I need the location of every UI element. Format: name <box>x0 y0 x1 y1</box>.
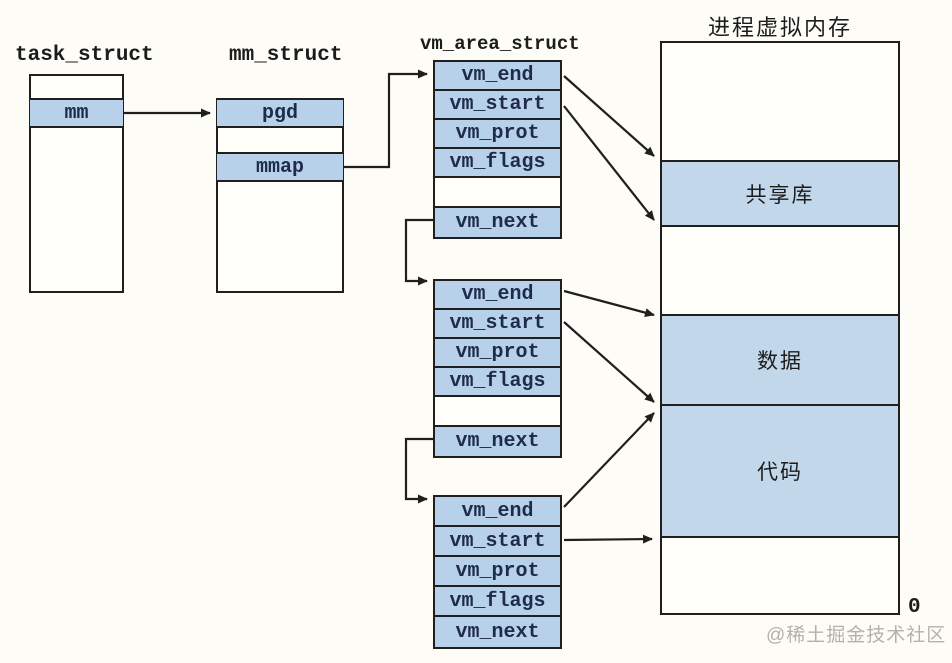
arrow-mmap-to-vma1 <box>344 69 428 169</box>
vma2-field-vm-prot: vm_prot <box>435 339 560 368</box>
vm-area-struct-node-3: vm_end vm_start vm_prot vm_flags vm_next <box>433 495 562 649</box>
vm-area-struct-node-2: vm_end vm_start vm_prot vm_flags vm_next <box>433 279 562 458</box>
vma1-field-vm-end: vm_end <box>435 62 560 91</box>
mm-struct-title: mm_struct <box>229 44 343 67</box>
mm-struct-box: pgd mmap <box>216 98 344 293</box>
arrow-vma1-next-to-vma2 <box>404 218 433 286</box>
vma2-field-vm-next: vm_next <box>435 427 560 456</box>
vma2-empty-row <box>435 397 560 427</box>
watermark: @稀土掘金技术社区 <box>766 625 947 646</box>
memory-region-shared-lib: 共享库 <box>662 162 898 227</box>
address-zero-label: 0 <box>908 596 921 619</box>
memory-region-empty-middle <box>662 227 898 316</box>
vma2-field-vm-start: vm_start <box>435 310 560 339</box>
memory-map-box: 共享库 数据 代码 <box>660 41 900 615</box>
arrow-vma3-end-to-code-top <box>563 412 655 508</box>
memory-region-empty-bottom <box>662 538 898 613</box>
mm-struct-field-mmap: mmap <box>217 152 343 182</box>
vma1-field-vm-prot: vm_prot <box>435 120 560 149</box>
arrow-vma2-start-to-data-bottom <box>563 321 655 403</box>
vma3-field-vm-flags: vm_flags <box>435 587 560 617</box>
mm-struct-field-pgd: pgd <box>217 98 343 128</box>
vma1-empty-row <box>435 178 560 208</box>
vma2-field-vm-end: vm_end <box>435 281 560 310</box>
task-struct-field-mm: mm <box>30 98 123 128</box>
vm-area-struct-title: vm_area_struct <box>420 33 580 55</box>
vma3-field-vm-end: vm_end <box>435 497 560 527</box>
task-struct-box: mm <box>29 74 124 293</box>
vma1-field-vm-next: vm_next <box>435 208 560 237</box>
vm-area-struct-node-1: vm_end vm_start vm_prot vm_flags vm_next <box>433 60 562 239</box>
memory-region-code: 代码 <box>662 406 898 538</box>
arrow-vma3-start-to-code-bottom <box>563 534 653 544</box>
arrow-vma2-end-to-data-top <box>563 289 655 318</box>
arrow-vma1-start-to-sharedlib-bottom <box>563 105 655 221</box>
vma1-field-vm-flags: vm_flags <box>435 149 560 178</box>
arrow-vma2-next-to-vma3 <box>404 437 433 504</box>
arrow-vma1-end-to-sharedlib-top <box>563 75 655 157</box>
vma1-field-vm-start: vm_start <box>435 91 560 120</box>
vma3-field-vm-prot: vm_prot <box>435 557 560 587</box>
memory-region-empty-top <box>662 43 898 162</box>
task-struct-title: task_struct <box>15 44 154 67</box>
vma3-field-vm-next: vm_next <box>435 617 560 647</box>
memory-region-data: 数据 <box>662 316 898 406</box>
vma3-field-vm-start: vm_start <box>435 527 560 557</box>
memory-map-title: 进程虚拟内存 <box>707 15 852 40</box>
vma2-field-vm-flags: vm_flags <box>435 368 560 397</box>
